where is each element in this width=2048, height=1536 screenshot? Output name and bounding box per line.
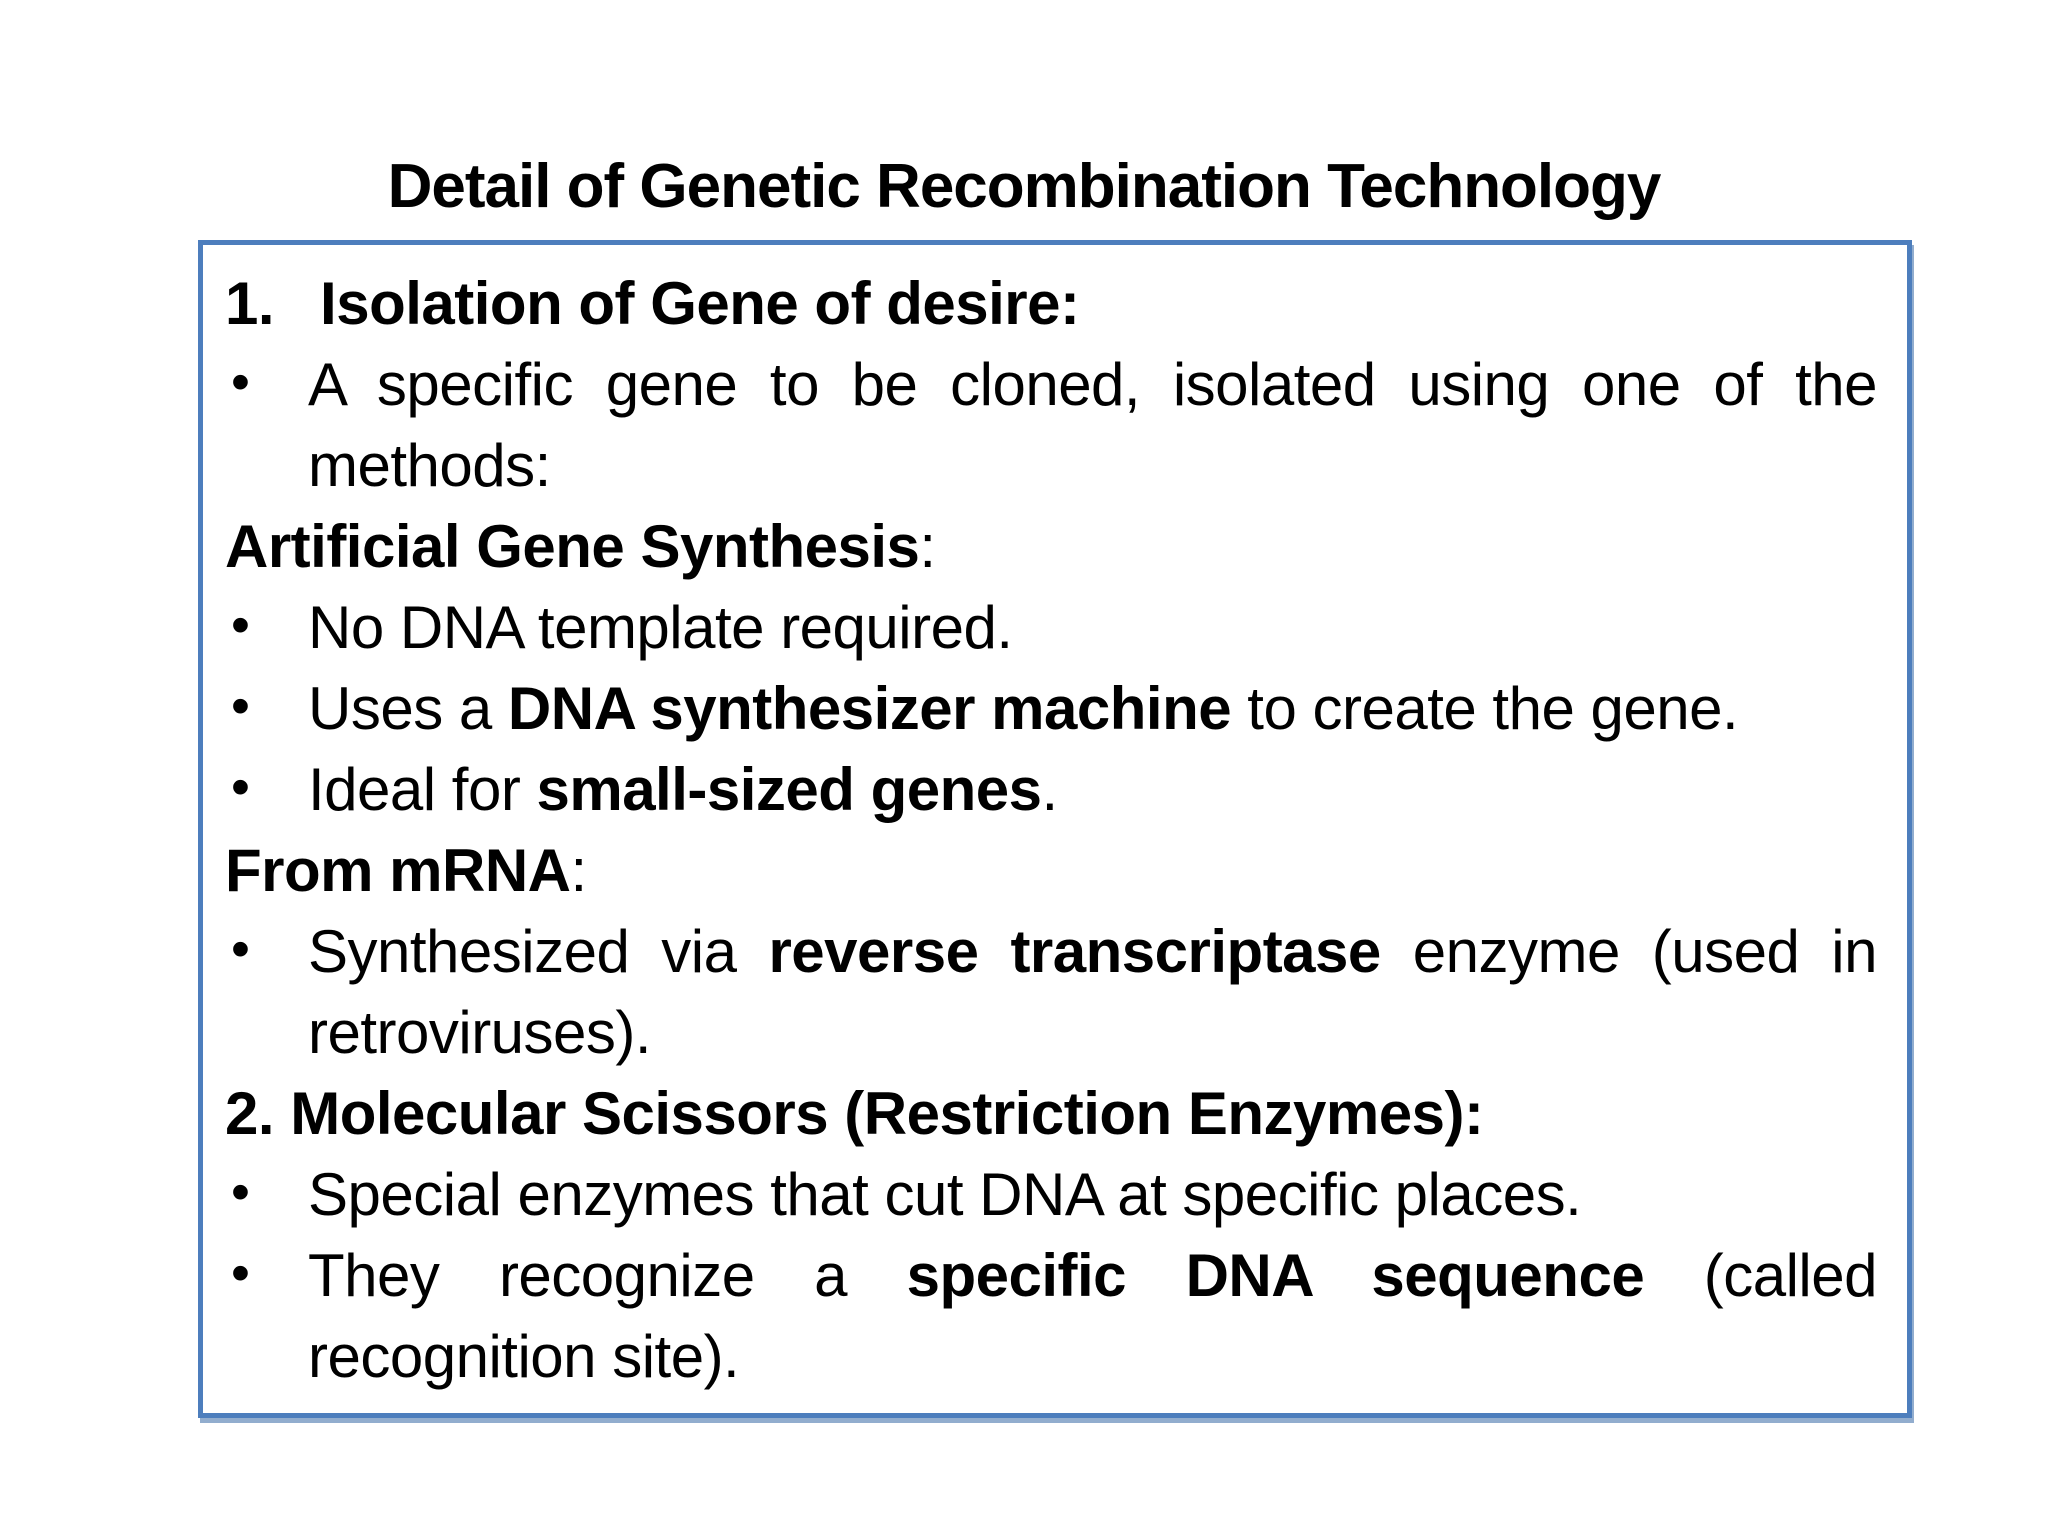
content-lines: 1. Isolation of Gene of desire: • A specifi… <box>225 263 1878 1397</box>
text-segment: : <box>570 837 588 904</box>
list-number: 1. <box>225 270 275 337</box>
text-segment: Special enzymes that cut DNA at specific… <box>308 1161 1582 1228</box>
bullet-item: • Ideal for small-sized genes. <box>225 749 1877 830</box>
bullet-item: • Uses a DNA synthesizer machine to creat… <box>225 668 1877 749</box>
text-segment: specific DNA sequence <box>906 1242 1645 1309</box>
heading-line: 2. Molecular Scissors (Restriction Enzym… <box>225 1073 1877 1154</box>
bullet-item: • A specific gene to be cloned, isolated … <box>225 344 1878 506</box>
text-segment: to create the gene. <box>1231 675 1739 742</box>
bullet-marker-icon: • <box>231 595 250 655</box>
text-segment: Ideal for <box>308 756 537 823</box>
text-segment: small-sized genes <box>536 756 1042 823</box>
bullet-marker-icon: • <box>231 352 250 412</box>
text-segment: : <box>919 513 936 580</box>
bullet-marker-icon: • <box>231 1243 250 1303</box>
text-segment: enzyme (used in retroviruses). <box>308 918 1878 1066</box>
bullet-item: • No DNA template required. <box>225 587 1877 668</box>
text-segment: Uses a <box>308 675 508 742</box>
text-segment: From mRNA <box>225 837 571 904</box>
heading-line: Artificial Gene Synthesis: <box>225 506 1877 587</box>
text-segment: Isolation of Gene of desire: <box>320 270 1080 337</box>
heading-line: From mRNA: <box>225 830 1877 911</box>
text-segment: 2. Molecular Scissors (Restriction Enzym… <box>225 1080 1484 1147</box>
text-segment: (called recognition site). <box>308 1242 1878 1390</box>
slide-title: Detail of Genetic Recombination Technolo… <box>387 152 1662 221</box>
text-segment: Synthesized via <box>308 918 769 985</box>
heading-line: 1. Isolation of Gene of desire: <box>225 263 1877 344</box>
text-segment: reverse transcriptase <box>768 918 1381 985</box>
text-segment: They recognize a <box>308 1242 907 1309</box>
text-segment: A specific gene to be cloned, isolated u… <box>308 351 1878 499</box>
text-segment: No DNA template required. <box>308 594 1013 661</box>
content-box: 1. Isolation of Gene of desire: • A specifi… <box>198 240 1912 1418</box>
bullet-marker-icon: • <box>231 919 250 979</box>
bullet-marker-icon: • <box>231 1162 250 1222</box>
text-segment: . <box>1041 756 1059 823</box>
text-segment: Artificial Gene Synthesis <box>225 513 920 580</box>
bullet-item: •They recognize a specific DNA sequence … <box>225 1235 1878 1397</box>
bullet-item: • Synthesized via reverse transcriptase e… <box>225 911 1878 1073</box>
bullet-marker-icon: • <box>231 757 250 817</box>
bullet-marker-icon: • <box>231 676 250 736</box>
text-segment: DNA synthesizer machine <box>507 675 1232 742</box>
bullet-item: • Special enzymes that cut DNA at specifi… <box>225 1154 1877 1235</box>
